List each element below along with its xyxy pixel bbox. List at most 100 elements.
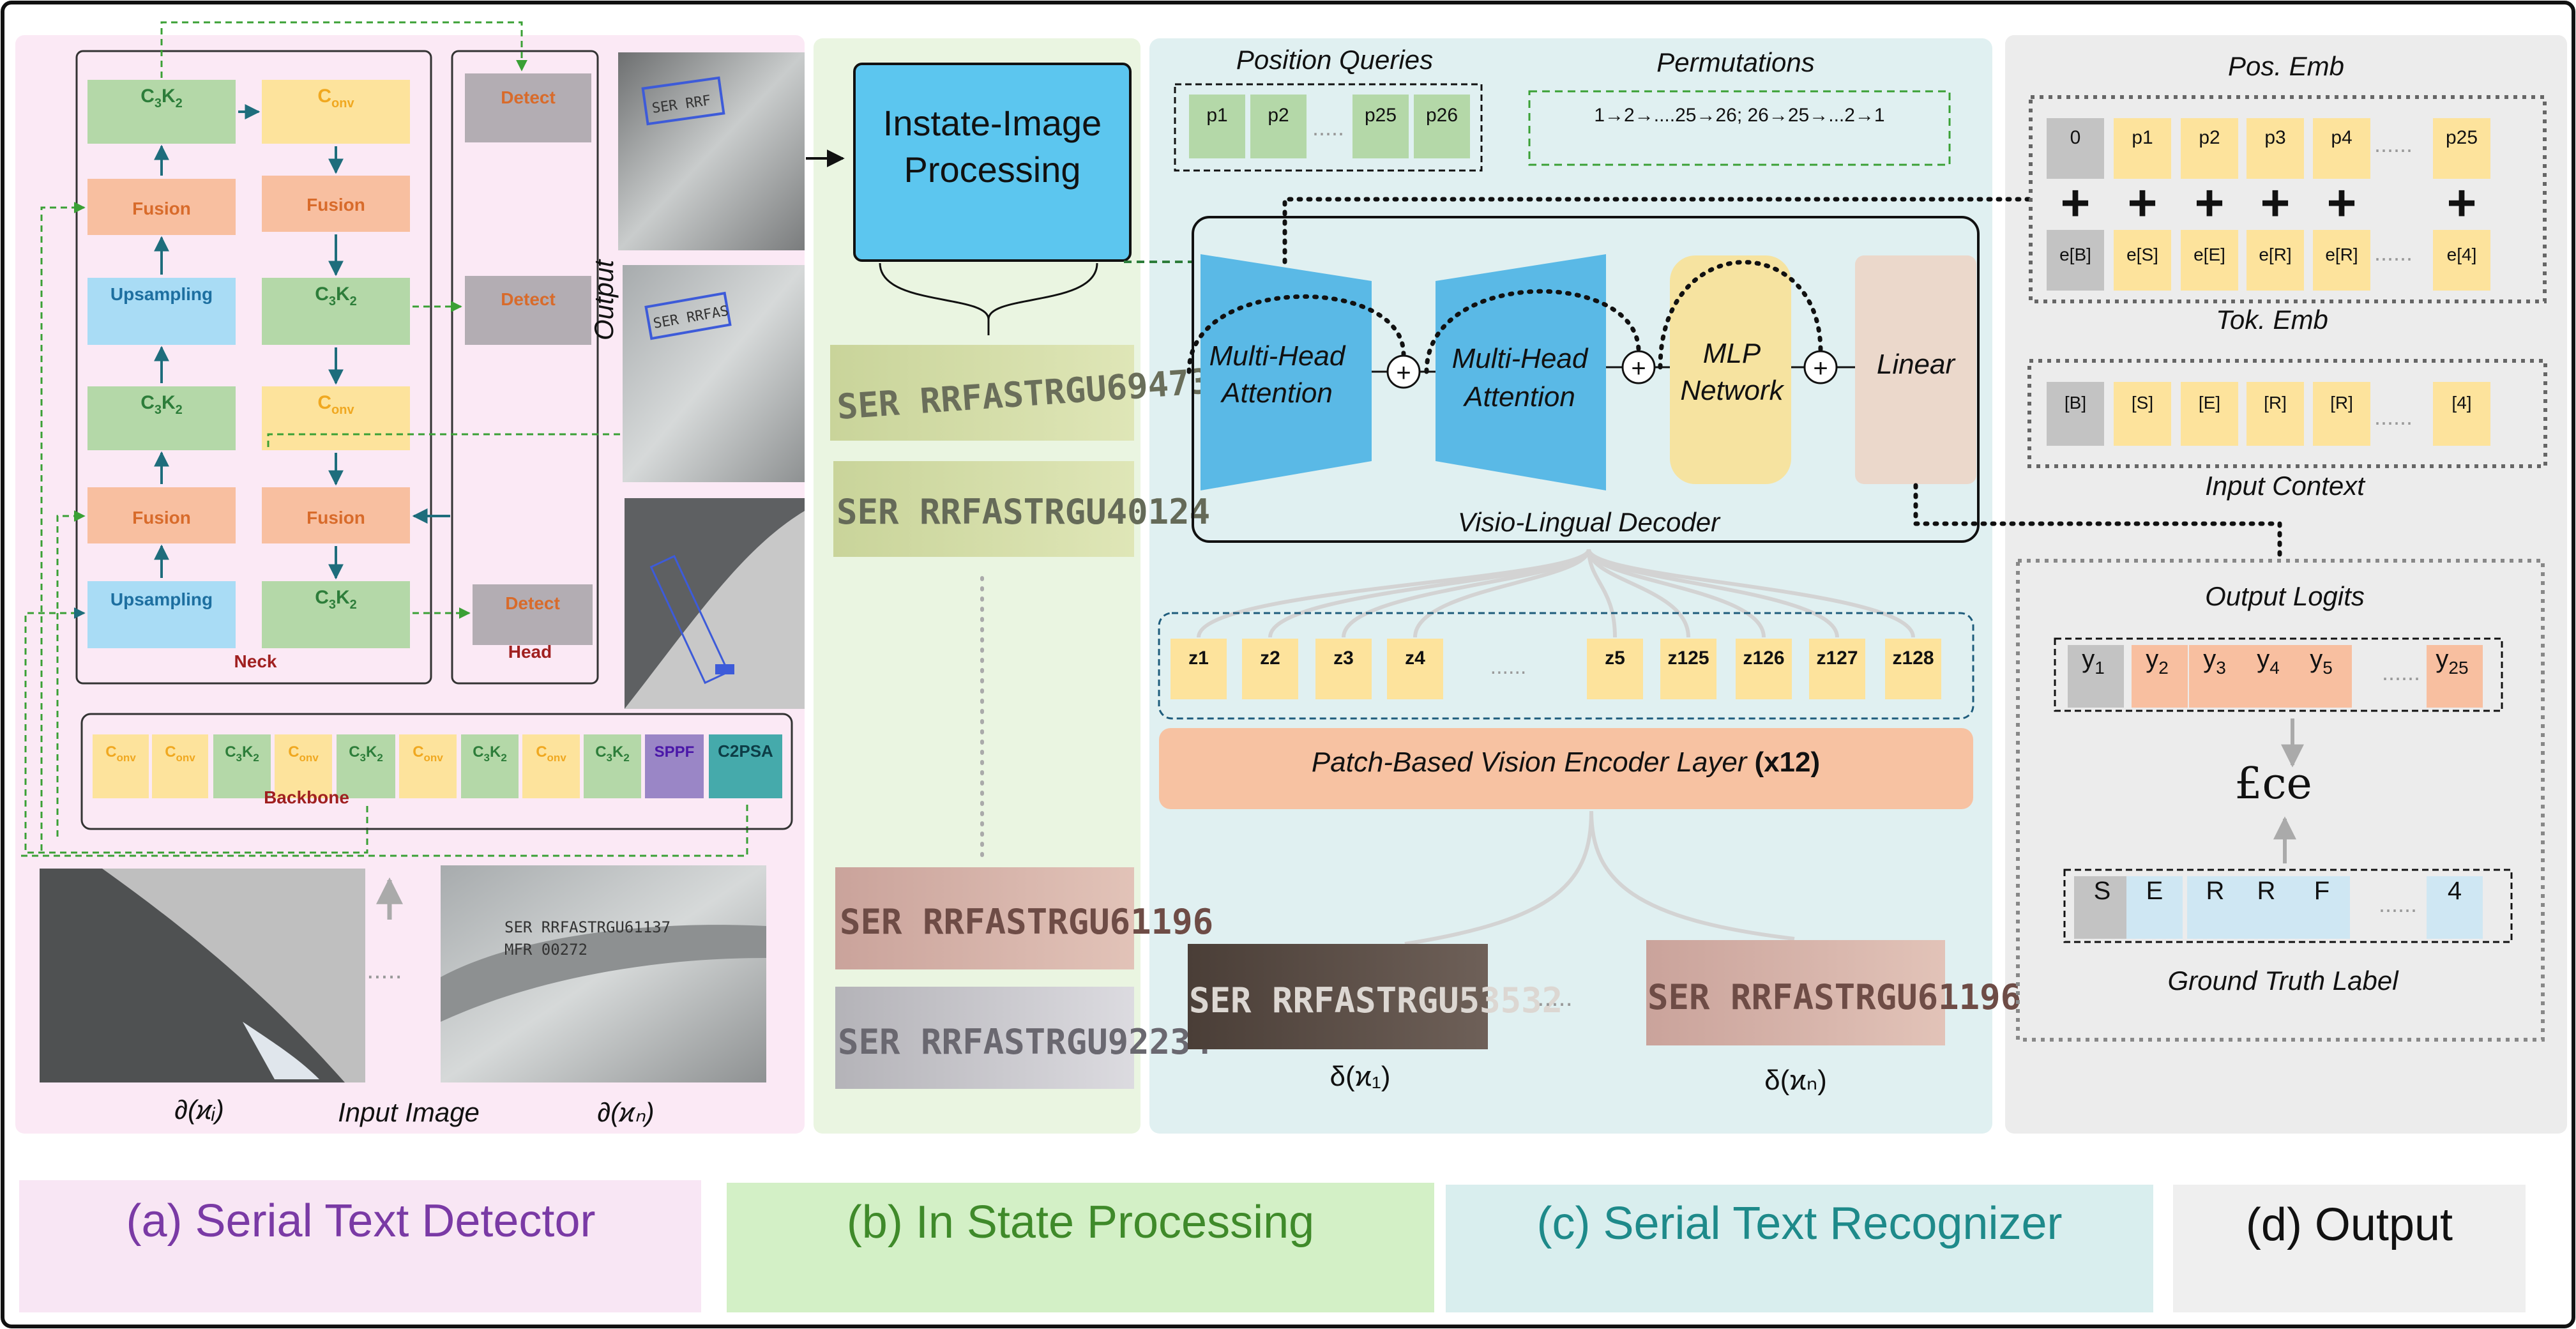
neck-c3k2-1-label: C3K2 bbox=[140, 86, 183, 110]
mha-2-block[interactable] bbox=[1436, 254, 1606, 490]
backbone-block-6 bbox=[399, 734, 457, 798]
loss-label: £ce bbox=[2234, 759, 2312, 809]
output-logits-title: Output Logits bbox=[2205, 581, 2365, 611]
mha-2-label-2: Attention bbox=[1462, 381, 1575, 413]
encoder-bar[interactable] bbox=[1159, 728, 1973, 809]
pos-emb-label-2: p1 bbox=[2132, 127, 2153, 148]
input-context-1 bbox=[2047, 382, 2104, 446]
mha-1-label-1: Multi-Head bbox=[1209, 340, 1346, 372]
pos-emb-label-1: 0 bbox=[2070, 127, 2081, 148]
backbone-box bbox=[80, 713, 793, 830]
tok-emb-title: Tok. Emb bbox=[2216, 305, 2328, 335]
caption-d: (d) Output bbox=[2246, 1199, 2453, 1250]
neck-box bbox=[75, 50, 432, 685]
neck-fusion-3 bbox=[87, 487, 236, 543]
tok-emb-label-4: e[R] bbox=[2259, 245, 2291, 264]
backbone-block-label-3: C3K2 bbox=[225, 743, 259, 764]
tok-emb-label-3: e[E] bbox=[2193, 245, 2225, 264]
neck-fusion-2 bbox=[262, 176, 410, 232]
pos-emb-label-3: p2 bbox=[2199, 127, 2220, 148]
token-z5 bbox=[1587, 639, 1643, 699]
input-context-label-5: [R] bbox=[2330, 393, 2353, 413]
input-context-label-1: [B] bbox=[2065, 393, 2086, 413]
token-z4 bbox=[1387, 639, 1443, 699]
permutations-text: 1→2→....25→26; 26→25→...2→1 bbox=[1594, 105, 1884, 126]
caption-b-box bbox=[727, 1183, 1434, 1312]
input-photo-right: SER RRFASTRGU61137 MFR 00272 bbox=[441, 865, 766, 1082]
backbone-block-label-10: SPPF bbox=[655, 743, 695, 761]
neck-fusion-4 bbox=[262, 487, 410, 543]
ground-truth-3 bbox=[2187, 876, 2243, 939]
backbone-block-label-8: Conv bbox=[536, 743, 566, 764]
detect-box-1 bbox=[465, 73, 591, 142]
permutations-title: Permutations bbox=[1656, 47, 1814, 77]
neck-c3k2-1 bbox=[87, 80, 236, 144]
logit-2 bbox=[2132, 645, 2188, 708]
backbone-block-label-2: Conv bbox=[165, 743, 195, 764]
token-label-z125: z125 bbox=[1667, 648, 1709, 669]
mha-1-block[interactable] bbox=[1201, 254, 1372, 490]
mha-1-label-2: Attention bbox=[1220, 377, 1333, 409]
neck-conv-1 bbox=[262, 80, 410, 144]
instate-processing-box[interactable] bbox=[853, 63, 1132, 262]
svg-text:+: + bbox=[1631, 354, 1646, 383]
backbone-block-7 bbox=[461, 734, 519, 798]
backbone-block-8 bbox=[522, 734, 580, 798]
neck-fusion-3-label: Fusion bbox=[132, 508, 191, 528]
panel-d-background bbox=[2005, 35, 2567, 1134]
position-query-4 bbox=[1414, 95, 1470, 158]
input-context-ellipsis: ...... bbox=[2374, 404, 2413, 430]
green-dashed-connectors bbox=[19, 21, 748, 857]
input-context-4 bbox=[2246, 382, 2304, 446]
backbone-block-label-5: C3K2 bbox=[349, 743, 383, 764]
logit-label-4: y4 bbox=[2257, 645, 2280, 678]
input-context-label-3: [E] bbox=[2199, 393, 2220, 413]
svg-text:SER RRFASTRGU53532: SER RRFASTRGU53532 bbox=[1189, 980, 1563, 1021]
encoder-crops-ellipsis: ..... bbox=[1537, 983, 1573, 1012]
ground-truth-5 bbox=[2294, 876, 2350, 939]
token-label-z2: z2 bbox=[1260, 648, 1280, 669]
crop-pink-1: SER RRFASTRGU61196 bbox=[835, 867, 1213, 969]
neck-c3k2-4 bbox=[262, 581, 410, 648]
instate-processing-label-2: Processing bbox=[904, 149, 1080, 190]
svg-text:SER RRFASTRGU92234: SER RRFASTRGU92234 bbox=[838, 1022, 1211, 1062]
ground-truth-label-2: E bbox=[2146, 877, 2163, 905]
neck-c3k2-2 bbox=[262, 278, 410, 345]
mlp-label-1: MLP bbox=[1703, 338, 1761, 369]
token-label-z128: z128 bbox=[1892, 648, 1934, 669]
emb-plus-signs: ++++++ bbox=[2061, 174, 2477, 231]
backbone-block-label-1: Conv bbox=[105, 743, 136, 764]
neck-arrows bbox=[154, 104, 450, 580]
input-image-label: Input Image bbox=[338, 1097, 480, 1127]
plus-sign-2: + bbox=[2128, 174, 2158, 231]
residual-dotted-arcs bbox=[1186, 197, 2282, 565]
pos-emb-title: Pos. Emb bbox=[2228, 51, 2344, 81]
logit-6 bbox=[2427, 645, 2483, 708]
pos-emb-2 bbox=[2114, 118, 2171, 179]
linear-label: Linear bbox=[1877, 349, 1957, 380]
mlp-block[interactable] bbox=[1670, 255, 1791, 484]
delta-1-label: δ(ϰ₁) bbox=[1330, 1061, 1390, 1092]
mha-2-label-1: Multi-Head bbox=[1452, 343, 1589, 374]
backbone-block-9 bbox=[584, 734, 641, 798]
input-ellipsis: ..... bbox=[367, 956, 402, 984]
token-z128 bbox=[1885, 639, 1941, 699]
token-label-z126: z126 bbox=[1743, 648, 1784, 669]
instate-processing-label-1: Instate-Image bbox=[883, 103, 1102, 143]
plus-sign-3: + bbox=[2195, 174, 2225, 231]
backbone-block-5 bbox=[337, 734, 395, 798]
token-label-z3: z3 bbox=[1333, 648, 1354, 669]
logit-label-1: y1 bbox=[2082, 645, 2105, 678]
ground-truth-6 bbox=[2427, 876, 2483, 939]
neck-upsampling-2-label: Upsampling bbox=[110, 589, 213, 609]
pos-emb-label-5: p4 bbox=[2331, 127, 2352, 148]
fan-line-6 bbox=[1587, 549, 1690, 638]
tok-emb-1 bbox=[2047, 230, 2104, 291]
position-query-label-3: p25 bbox=[1365, 105, 1397, 126]
backbone-block-3 bbox=[213, 734, 271, 798]
linear-block[interactable] bbox=[1855, 255, 1976, 484]
head-box bbox=[451, 50, 599, 685]
position-query-label-1: p1 bbox=[1206, 105, 1227, 126]
token-box bbox=[1158, 612, 1974, 720]
